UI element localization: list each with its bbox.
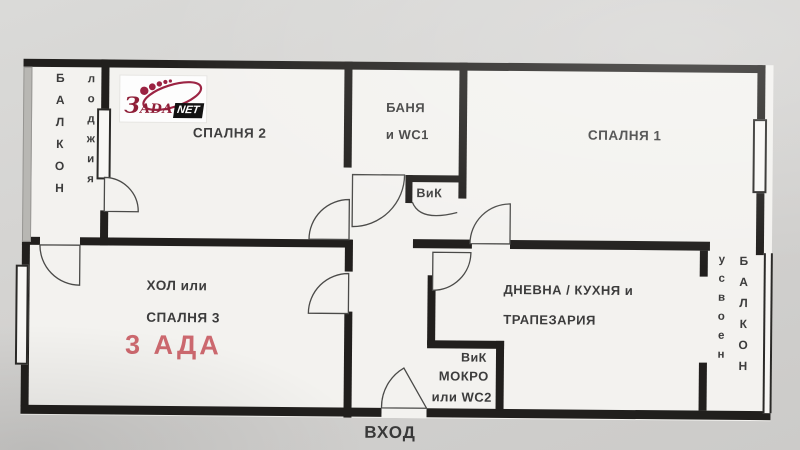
label-balcony-left: БАЛКОН (52, 70, 68, 204)
door-arc-loggia-bedroom2 (103, 176, 139, 213)
label-balcony-right-state: усвоен (714, 253, 728, 368)
door-arc-hall (307, 272, 350, 315)
label-shaft: ВиК (416, 186, 443, 201)
logo-suffix: NET (172, 103, 205, 119)
label-balcony-right: БАЛКОН (735, 253, 751, 381)
label-loggia: лоджия (84, 73, 98, 194)
label-wet-3: или WC2 (431, 389, 492, 405)
label-bath-2: и WC1 (385, 126, 429, 143)
door-arc-bedroom2 (308, 198, 351, 241)
label-wet-2: МОКРО (438, 368, 489, 384)
door-arc-bedroom1 (469, 203, 511, 245)
label-entrance: ВХОД (364, 422, 417, 443)
door-opening (381, 406, 427, 419)
label-bedroom2: СПАЛНЯ 2 (192, 125, 267, 141)
door-arc-entrance (380, 367, 428, 409)
logo-prefix: З (124, 92, 141, 119)
label-living-2: ТРАПЕЗАРИЯ (503, 311, 596, 328)
label-bedroom1: СПАЛНЯ 1 (587, 127, 662, 144)
label-living-1: ДНЕВНА / КУХНЯ и (503, 281, 634, 299)
label-bath-1: БАНЯ (386, 99, 426, 116)
door-arc-bath (351, 173, 406, 228)
shaft-curve (411, 201, 458, 217)
watermark-text: 3 АДА (124, 329, 222, 361)
door-arc-living (431, 251, 472, 291)
label-hall-2: СПАЛНЯ 3 (146, 309, 220, 326)
label-wet-1: ВиК (460, 350, 487, 365)
door-arc-balcony-hall (39, 244, 81, 286)
logo-mid: ADA (139, 101, 174, 118)
label-hall-1: ХОЛ или (146, 277, 208, 294)
